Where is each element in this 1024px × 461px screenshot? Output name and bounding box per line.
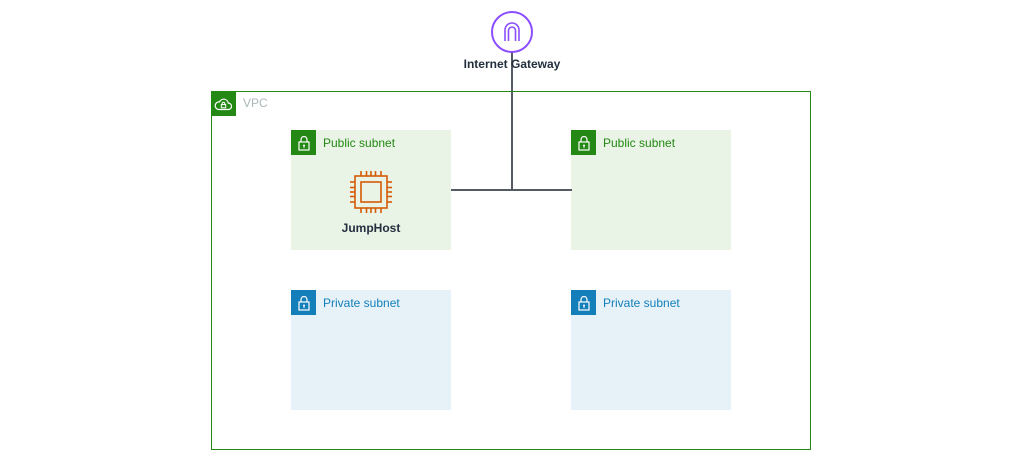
subnet-badge [571, 290, 596, 315]
subnet-label: Private subnet [603, 296, 680, 310]
ec2-instance-icon [350, 171, 392, 213]
subnet-badge [571, 130, 596, 155]
internet-gateway-label: Internet Gateway [463, 57, 561, 71]
lock-icon [577, 135, 590, 151]
lock-icon [577, 295, 590, 311]
subnet-label: Private subnet [323, 296, 400, 310]
vpc-group[interactable] [211, 91, 811, 450]
vpc-label: VPC [243, 96, 268, 110]
private-subnet-1[interactable]: Private subnet [291, 290, 451, 410]
subnet-badge [291, 290, 316, 315]
lock-icon [297, 135, 310, 151]
gateway-connector-vertical [511, 51, 513, 191]
jumphost-label: JumpHost [341, 221, 401, 235]
vpc-badge [211, 91, 236, 116]
subnet-label: Public subnet [603, 136, 676, 150]
cloud-lock-icon [214, 98, 233, 110]
subnet-badge [291, 130, 316, 155]
subnet-label: Public subnet [323, 136, 396, 150]
public-subnet-1[interactable]: Public subnet [291, 130, 451, 250]
internet-gateway-icon [504, 22, 520, 41]
lock-icon [297, 295, 310, 311]
private-subnet-2[interactable]: Private subnet [571, 290, 731, 410]
public-subnet-2[interactable]: Public subnet [571, 130, 731, 250]
internet-gateway-node[interactable] [491, 11, 533, 53]
jumphost-node[interactable] [347, 168, 395, 216]
gateway-connector-horizontal [451, 189, 572, 191]
